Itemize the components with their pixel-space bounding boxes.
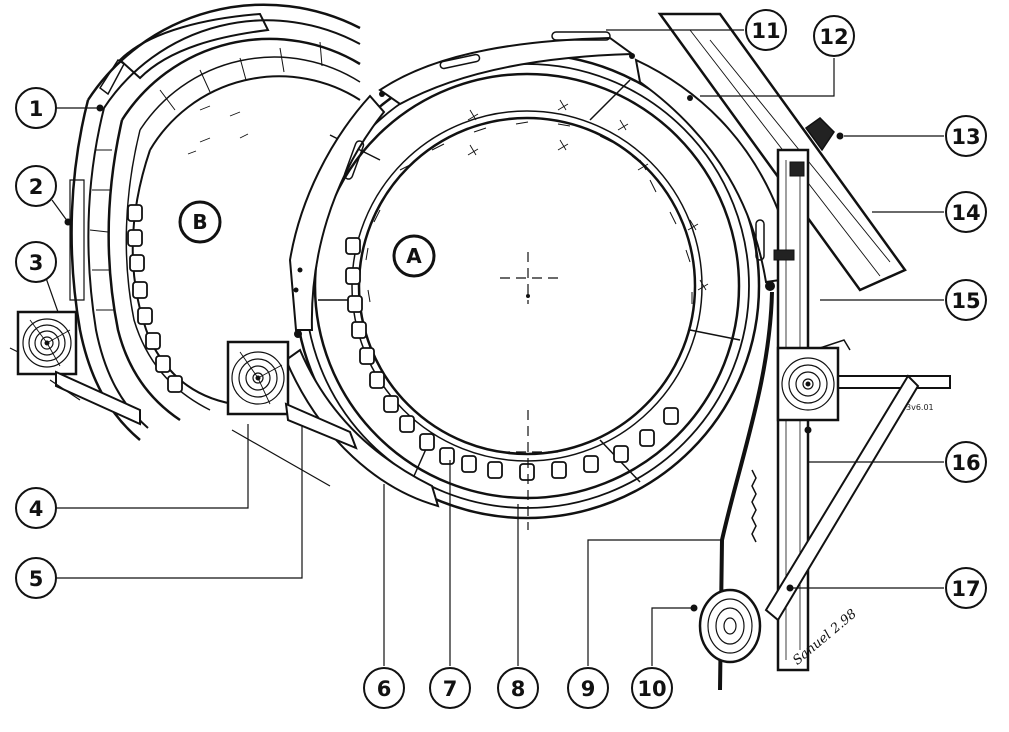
callout-15: 15 bbox=[945, 279, 987, 321]
post-4-timber bbox=[226, 340, 290, 416]
svg-text:16: 16 bbox=[951, 451, 980, 475]
callout-13: 13 bbox=[945, 115, 987, 157]
callout-3: 3 bbox=[15, 241, 57, 283]
rib-a-outer-plank-left bbox=[288, 94, 386, 331]
svg-text:A: A bbox=[406, 244, 422, 268]
svg-text:8: 8 bbox=[511, 677, 526, 701]
diagonal-brace-17 bbox=[764, 374, 920, 622]
rib-a-outer-plank-top bbox=[378, 36, 635, 106]
svg-text:9: 9 bbox=[581, 677, 596, 701]
svg-text:11: 11 bbox=[751, 19, 780, 43]
svg-text:2: 2 bbox=[29, 175, 44, 199]
callout-14: 14 bbox=[945, 191, 987, 233]
post-3-timber bbox=[16, 310, 78, 376]
centre-mark bbox=[500, 252, 560, 304]
svg-text:1: 1 bbox=[29, 97, 44, 121]
svg-text:5: 5 bbox=[29, 567, 44, 591]
callout-7: 7 bbox=[429, 667, 471, 709]
rib-b-bolts bbox=[127, 204, 183, 393]
svg-text:10: 10 bbox=[637, 677, 666, 701]
svg-text:B: B bbox=[192, 210, 207, 234]
rib-a-assembly bbox=[284, 31, 782, 530]
round-log-10 bbox=[698, 588, 762, 664]
svg-text:3: 3 bbox=[29, 251, 44, 275]
rib-b-assembly bbox=[64, 3, 361, 441]
svg-text:4: 4 bbox=[29, 497, 44, 521]
svg-text:15: 15 bbox=[951, 289, 980, 313]
callout-17: 17 bbox=[945, 567, 987, 609]
wedge-13 bbox=[804, 117, 835, 152]
svg-text:6: 6 bbox=[377, 677, 392, 701]
drawing-code: 3v6.01 bbox=[906, 403, 934, 412]
callout-4: 4 bbox=[15, 487, 57, 529]
callout-1: 1 bbox=[15, 87, 57, 129]
svg-text:12: 12 bbox=[819, 25, 848, 49]
rib-a-outer-plank-right bbox=[634, 58, 782, 284]
section-label-a: A bbox=[392, 234, 436, 278]
rib-a-bolts bbox=[345, 237, 679, 481]
rib-b-strap bbox=[55, 370, 141, 426]
svg-text:17: 17 bbox=[951, 577, 980, 601]
callout-8: 8 bbox=[497, 667, 539, 709]
svg-text:14: 14 bbox=[951, 201, 980, 225]
callout-12: 12 bbox=[813, 15, 855, 57]
section-label-b: B bbox=[178, 200, 222, 244]
callout-16: 16 bbox=[945, 441, 987, 483]
leader-lines bbox=[45, 29, 944, 666]
callout-5: 5 bbox=[15, 557, 57, 599]
skid-plank-6 bbox=[284, 348, 440, 508]
floor-beam bbox=[835, 375, 951, 389]
callout-6: 6 bbox=[363, 667, 405, 709]
callout-10: 10 bbox=[631, 667, 673, 709]
svg-text:13: 13 bbox=[951, 125, 980, 149]
callout-9: 9 bbox=[567, 667, 609, 709]
svg-text:7: 7 bbox=[443, 677, 458, 701]
rod-9 bbox=[718, 291, 774, 691]
rib-b-outer-plank bbox=[118, 12, 270, 80]
strap-5 bbox=[284, 402, 358, 450]
callout-2: 2 bbox=[15, 165, 57, 207]
callout-11: 11 bbox=[745, 9, 787, 51]
